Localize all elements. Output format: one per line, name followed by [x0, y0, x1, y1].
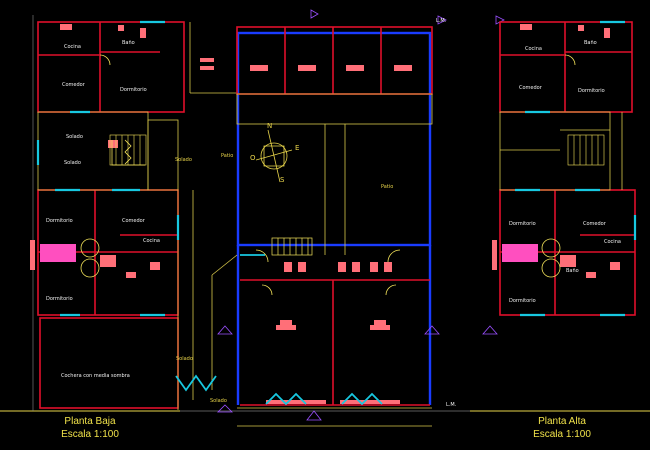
room-label-comedor: Comedor [583, 221, 606, 227]
planta-alta-fixtures [492, 24, 620, 278]
plan-scale-planta-alta: Escala 1:100 [533, 429, 591, 440]
room-label-solado: Solado [210, 398, 227, 404]
room-label-bano: Baño [584, 40, 597, 46]
room-label-dormitorio: Dormitorio [46, 218, 73, 224]
lm-marker-top: L.M. [436, 18, 447, 24]
compass-rose [255, 129, 293, 183]
room-label-cocina: Cocina [143, 238, 160, 244]
planta-alta-glazing [515, 20, 637, 317]
center-walls [236, 26, 433, 406]
room-label-dormitorio: Dormitorio [120, 87, 147, 93]
center-doors [255, 249, 401, 296]
center-glazing [175, 254, 383, 406]
planta-baja-fixtures [30, 24, 160, 278]
room-label-cocina: Cocina [525, 46, 542, 52]
compass-north-label: N [267, 122, 273, 130]
planta-alta-furniture [502, 244, 538, 262]
room-label-bano: Baño [566, 268, 579, 274]
room-label-dormitorio: Dormitorio [46, 296, 73, 302]
room-label-bano: Baño [122, 40, 135, 46]
compass-east-label: E [295, 144, 300, 152]
planta-baja-stair [109, 134, 147, 166]
room-label-dormitorio: Dormitorio [578, 88, 605, 94]
room-label-cochera: Cochera con media sombra [61, 373, 130, 379]
room-label-comedor: Comedor [519, 85, 542, 91]
planta-baja-outline [37, 22, 237, 410]
room-label-comedor: Comedor [122, 218, 145, 224]
room-label-solado: Solado [175, 157, 192, 163]
plan-scale-planta-baja: Escala 1:100 [61, 429, 119, 440]
room-label-dormitorio: Dormitorio [509, 298, 536, 304]
plan-title-planta-alta: Planta Alta [538, 416, 586, 427]
lm-marker-bottom: L.M. [446, 402, 457, 408]
center-stair [271, 237, 313, 256]
planta-baja-glazing [36, 20, 180, 317]
ground-line [0, 15, 650, 412]
room-label-cocina: Cocina [604, 239, 621, 245]
planta-alta-doors [541, 54, 576, 278]
center-property-line [236, 31, 432, 405]
room-label-solado: Solado [176, 356, 193, 362]
planta-baja-walls [37, 21, 185, 409]
center-markers [217, 9, 505, 421]
planta-alta-outline [499, 111, 623, 191]
room-label-cocina: Cocina [64, 44, 81, 50]
room-label-solado: Solado [66, 134, 83, 140]
plan-title-planta-baja: Planta Baja [64, 416, 116, 427]
room-label-comedor: Comedor [62, 82, 85, 88]
planta-alta-stair [567, 134, 605, 166]
planta-baja-furniture [40, 244, 76, 262]
room-label-patio: Patio [381, 184, 394, 190]
center-outline [211, 93, 433, 427]
room-label-solado: Solado [64, 160, 81, 166]
compass-west-label: O [250, 154, 256, 162]
room-label-dormitorio: Dormitorio [509, 221, 536, 227]
center-fixtures [200, 58, 412, 404]
compass-south-label: S [280, 176, 285, 184]
room-label-patio: Patio [221, 153, 234, 159]
